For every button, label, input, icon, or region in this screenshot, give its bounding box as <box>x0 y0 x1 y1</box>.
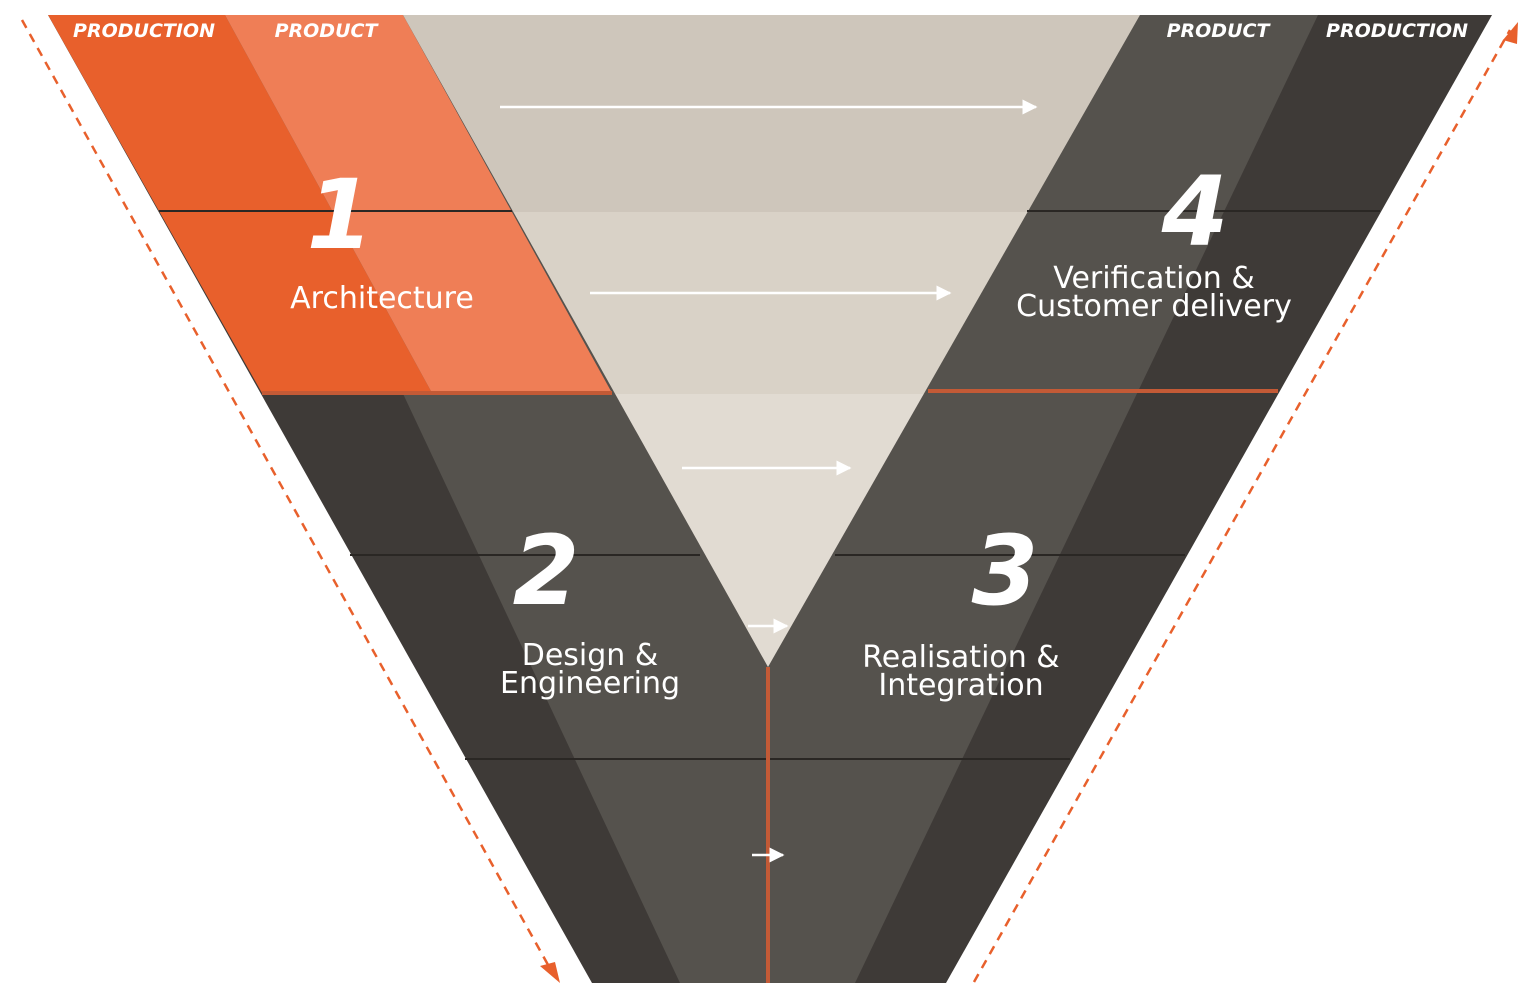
phase-2: 2 Design & Engineering <box>500 515 680 701</box>
phase-title-line-2: Customer delivery <box>1016 289 1292 324</box>
header-right-product: PRODUCT <box>1167 20 1272 42</box>
phase-number: 2 <box>513 515 580 627</box>
architecture-inner-fill <box>225 15 612 393</box>
header-left-product: PRODUCT <box>275 20 380 42</box>
phase-number: 3 <box>972 515 1039 627</box>
phase-title-line-1: Verification & <box>1053 261 1255 296</box>
dashed-arrow-icon <box>972 29 1512 983</box>
phase-title-line-2: Integration <box>878 668 1043 703</box>
phase-title-line-1: Design & <box>522 638 659 673</box>
architecture-outer-fill <box>48 15 432 393</box>
phase-title-line-2: Engineering <box>500 666 680 701</box>
inner-v-top <box>403 15 1140 212</box>
dashed-arrow-head-down-icon <box>540 962 560 983</box>
flow-arrows <box>500 99 1038 863</box>
accent-lines <box>262 389 1278 983</box>
right-product-strip <box>768 15 1318 983</box>
phase-title-line-1: Realisation & <box>862 640 1059 675</box>
phase-number: 4 <box>1161 156 1229 268</box>
dashed-arrow-icon <box>20 19 554 973</box>
side-dashed-arrows <box>20 19 1512 983</box>
phase-title: Architecture <box>290 281 474 316</box>
header-left-production: PRODUCTION <box>73 20 215 42</box>
phase-3: 3 Realisation & Integration <box>862 515 1059 703</box>
dashed-arrow-head-up-icon <box>1503 22 1518 44</box>
phase-1: 1 Architecture <box>290 159 474 316</box>
phase-4: 4 Verification & Customer delivery <box>1016 156 1292 324</box>
phase-number: 1 <box>307 159 374 271</box>
header-right-production: PRODUCTION <box>1326 20 1468 42</box>
